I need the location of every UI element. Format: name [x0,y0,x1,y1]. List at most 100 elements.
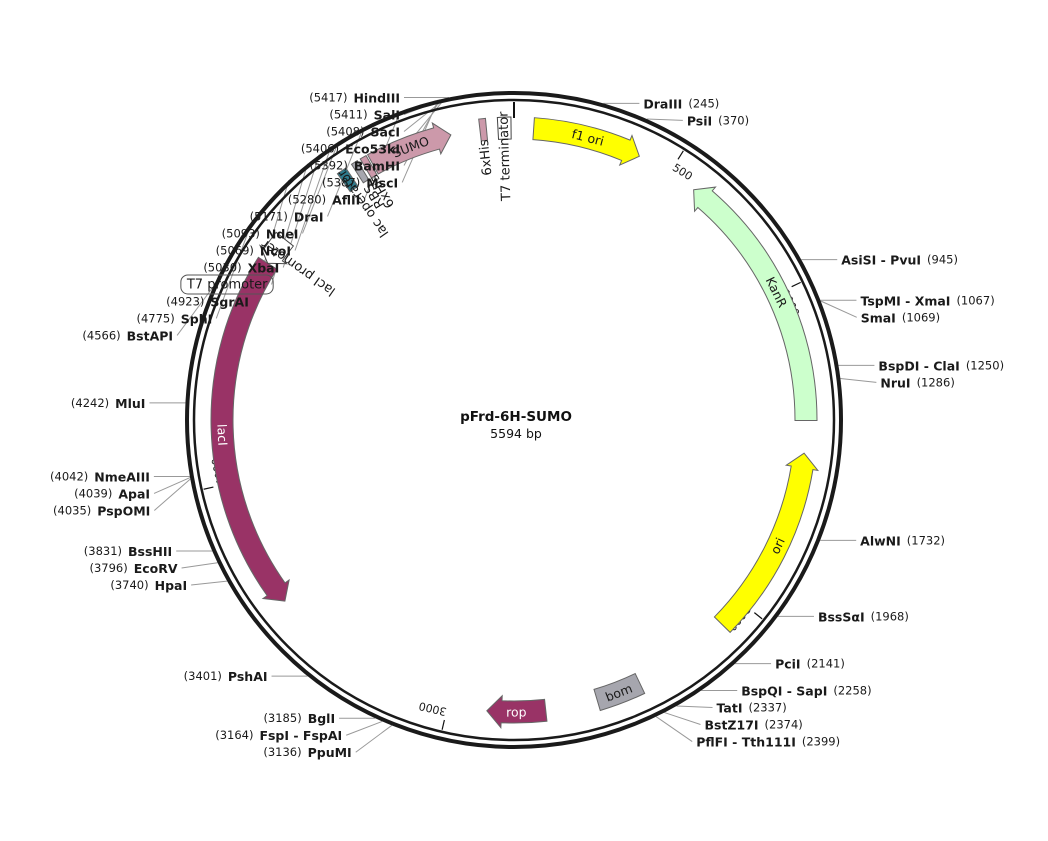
site-name: NcoI [260,243,291,258]
site-label: (5411) SalI [329,107,400,122]
site-name: AsiSI - PvuI [841,252,921,267]
site-position: (3185) [263,711,301,725]
site-name: NdeI [266,226,299,241]
site-label: PciI(2141) [775,656,845,671]
site-label: TspMI - XmaI(1067) [860,293,994,308]
site-position: (3136) [263,745,301,759]
site-name: DraI [294,209,324,224]
site-name: MscI [366,175,398,190]
leader-line [154,478,191,511]
site-name: HindIII [353,90,400,105]
site-position: (5280) [288,192,326,206]
site-name: DraIII [643,96,682,111]
site-label: BssSαI(1968) [818,609,909,624]
site-position: (945) [927,253,958,267]
leader-line [655,716,693,742]
site-name: FspI - FspAI [259,728,342,743]
backbone-outer-ring [185,91,843,749]
site-position: (5093) [222,226,260,240]
site-position: (1968) [871,609,909,623]
site-name: PspOMI [97,503,150,518]
his2-label: 6xHis [477,138,496,176]
his2-arrow [478,117,489,142]
site-position: (4566) [82,328,120,342]
site-label: (4035) PspOMI [53,503,150,518]
tick-mark [677,150,684,160]
site-label: (5171) DraI [250,209,324,224]
site-name: SacI [371,124,401,139]
site-name: BglI [308,711,335,726]
site-label: PsiI (370) [687,113,749,128]
site-label: (3796)EcoRV [89,560,177,575]
site-position: (5417) [309,90,347,104]
site-label: AsiSI - PvuI (945) [841,252,958,267]
site-position: (245) [688,96,719,110]
site-position: (5406) [301,141,339,155]
site-label: T7 promoter [186,277,268,292]
site-label: (5406) Eco53kI [301,141,400,156]
site-name: BstZ17I [704,717,758,732]
site-position: (4775) [137,311,175,325]
leader-line [346,720,383,736]
site-label: (3164) FspI - FspAI [215,728,342,743]
lac-operator-arrow [336,167,359,193]
site-position: (370) [718,113,749,127]
site-name: AlwNI [860,533,901,548]
site-name: XbaI [248,260,280,275]
site-label: (5069)NcoI [216,243,291,258]
site-name: SalI [374,107,400,122]
site-position: (3796) [89,561,127,575]
site-label: (3831) BssHII [84,543,172,558]
leader-line [153,477,191,494]
site-position: (5387) [322,175,360,189]
site-label: (5387) MscI [322,175,398,190]
kanr-arrow [693,186,818,422]
site-position: (1250) [966,358,1004,372]
tick-mark [441,719,445,730]
rbs-arrow [350,159,370,184]
site-name: MluI [115,395,145,410]
bom-arrow [593,672,646,712]
site-name: PciI [775,656,801,671]
sumo-arrow [366,121,452,175]
site-label: BspQI - SapI(2258) [741,683,871,698]
f1-ori-arrow [532,117,640,167]
site-position: (3401) [184,669,222,683]
site-label: (4566)BstAPI [82,328,173,343]
site-label: BstZ17I(2374) [704,717,802,732]
leader-line [840,378,877,383]
site-position: (5392) [310,158,348,172]
tick-mark [791,281,801,288]
tick-label: 500 [670,161,695,183]
site-position: (1069) [902,310,940,324]
site-position: (2399) [802,735,840,749]
site-position: (4035) [53,503,91,517]
site-name: NruI [880,375,910,390]
site-position: (5171) [250,209,288,223]
site-name: Eco53kI [345,141,400,156]
site-position: (3164) [215,728,253,742]
site-position: (2337) [749,701,787,715]
site-position: (3831) [84,544,122,558]
t7-terminator-arrow [496,116,512,140]
site-label: (4923)SgrAI [166,294,249,309]
ori-arrow [713,452,820,634]
site-label: (3740)HpaI [110,577,187,592]
site-name: PsiI [687,113,712,128]
site-position: (4039) [74,486,112,500]
site-label: (5392)BamHI [310,158,400,173]
site-position: (5411) [329,107,367,121]
site-position: (4923) [166,294,204,308]
site-position: (1732) [907,533,945,547]
site-label: (3401)PshAI [184,669,268,684]
laci-promoter-arrow [259,231,295,265]
site-name: BssHII [128,543,172,558]
site-name: SmaI [861,310,896,325]
site-label: (5280)AflII [288,192,361,207]
site-leader-lines [149,96,877,753]
site-name: PpuMI [308,745,352,760]
site-name: BspQI - SapI [741,683,827,698]
laci-label: lacI [214,424,230,446]
site-label: DraIII (245) [643,96,719,111]
